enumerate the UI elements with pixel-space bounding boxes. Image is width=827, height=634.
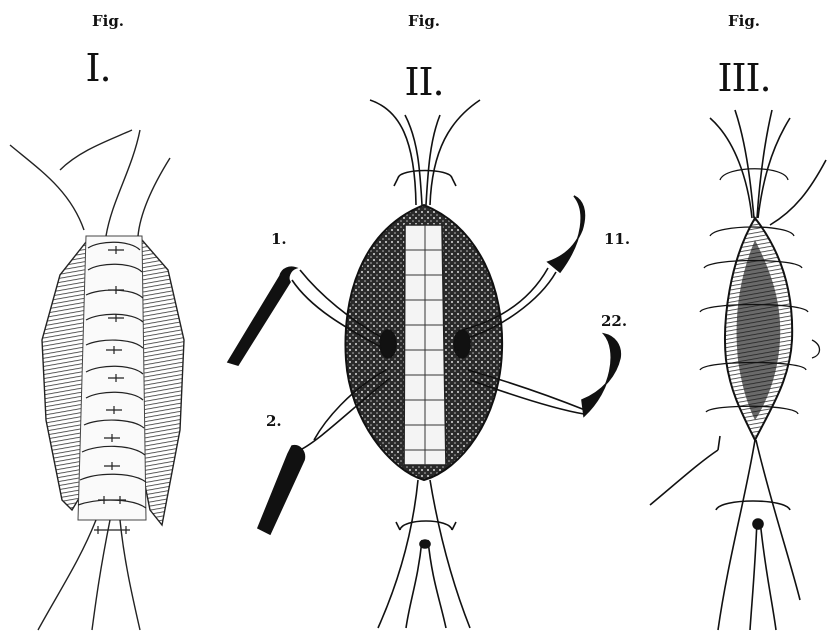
figure-1-drawing — [10, 130, 184, 630]
figure-2-drawing — [228, 100, 620, 628]
figure-3-drawing — [650, 110, 826, 630]
